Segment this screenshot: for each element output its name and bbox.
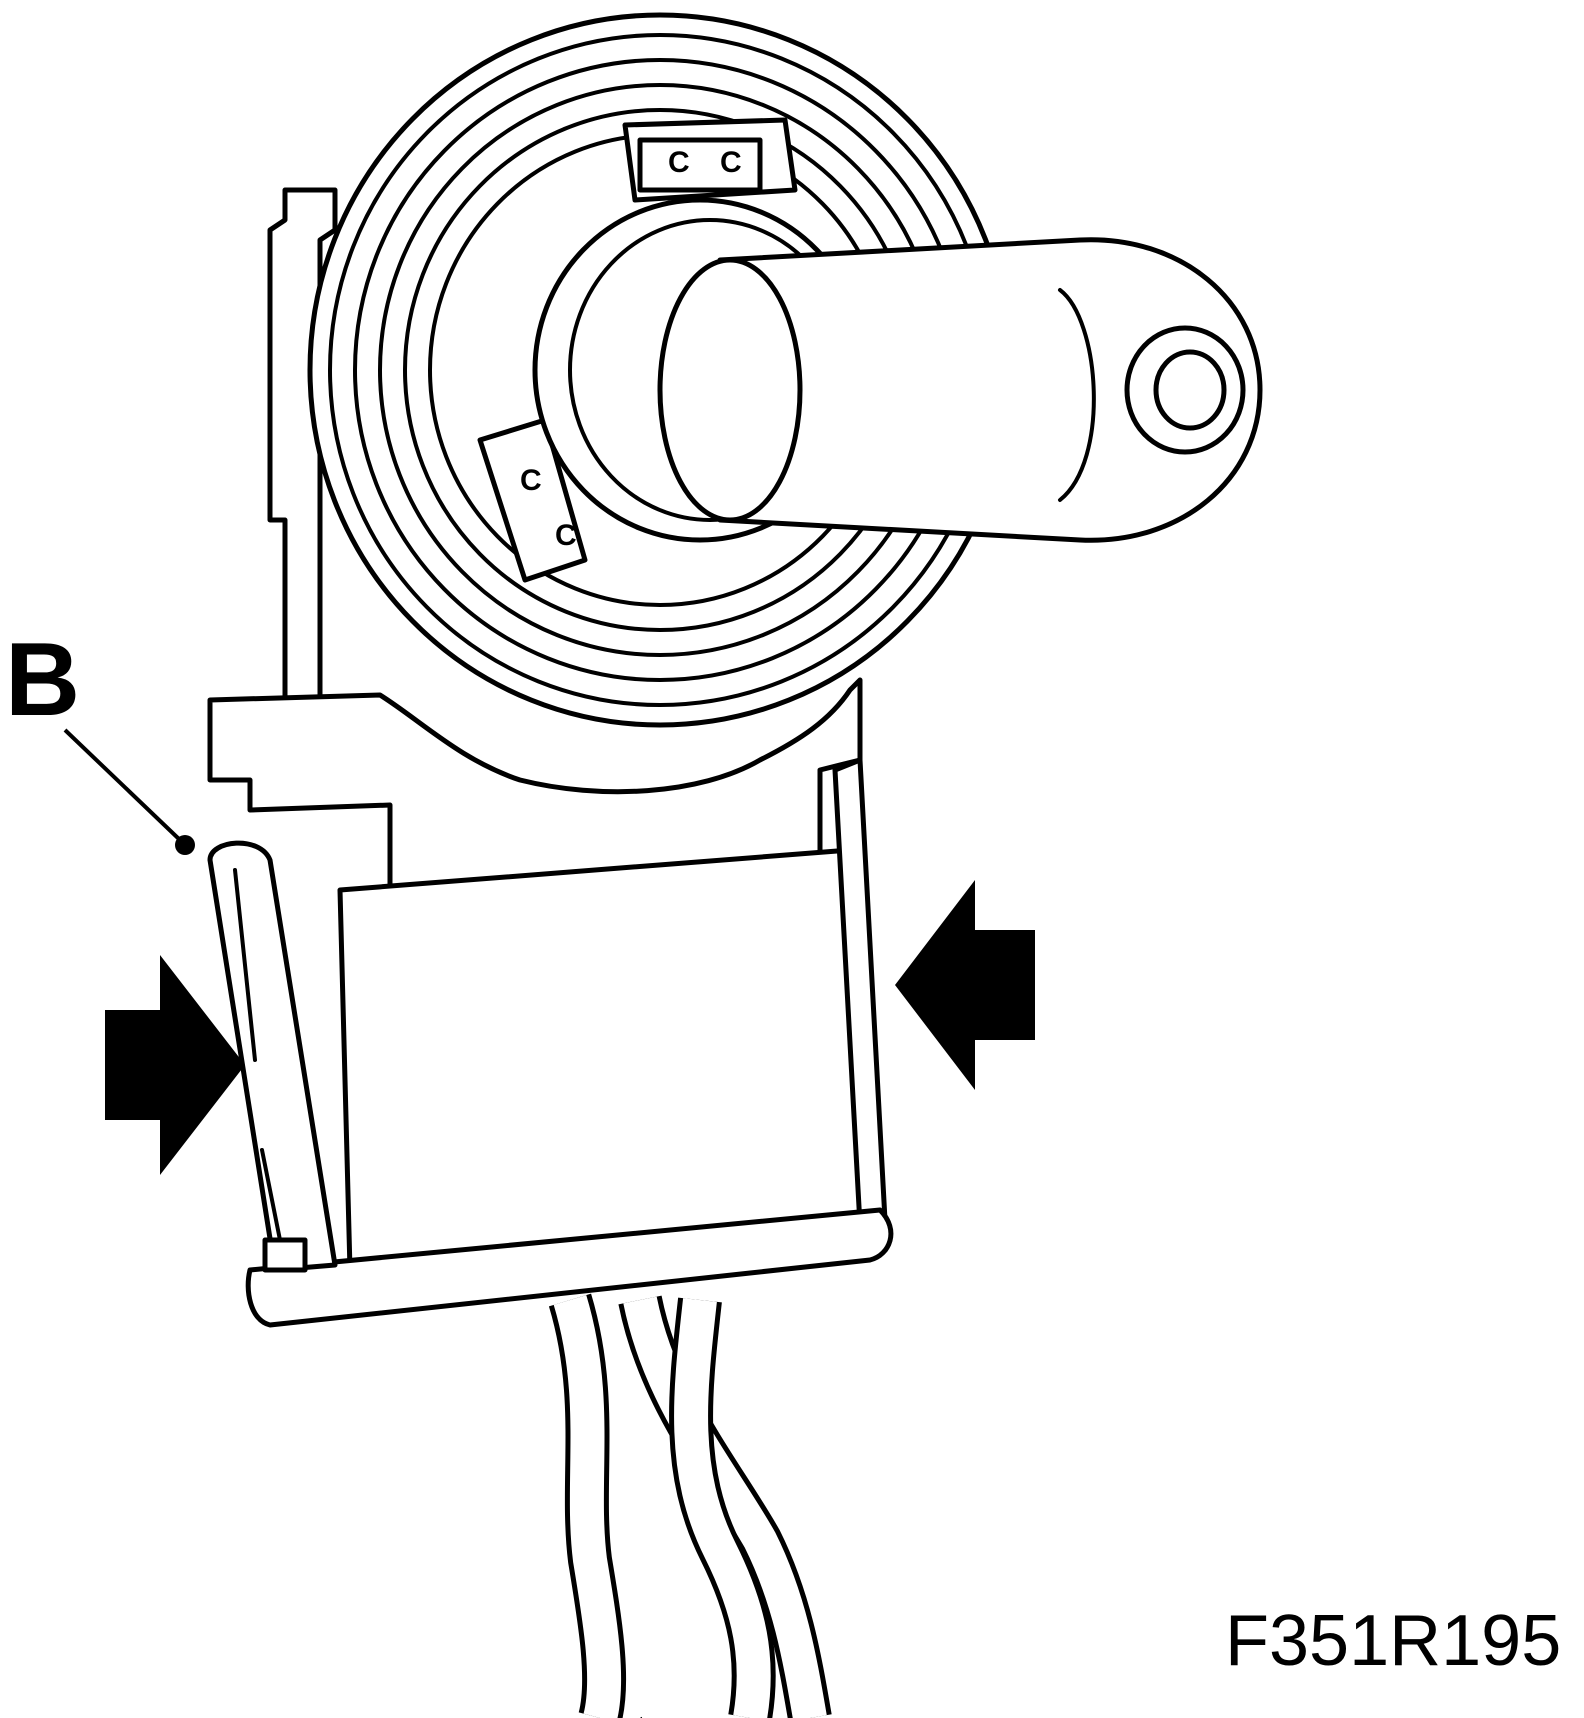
clip-mark: C bbox=[668, 146, 690, 179]
callout-b: B bbox=[5, 622, 195, 855]
callout-label: B bbox=[5, 622, 80, 738]
clip-mark: C bbox=[720, 146, 742, 179]
clip-mark: C bbox=[520, 464, 542, 497]
wire-bundle-icon bbox=[484, 1293, 832, 1718]
clip-mark: C bbox=[555, 519, 577, 552]
connector-housing-icon bbox=[207, 677, 894, 1328]
press-arrow-icon bbox=[105, 880, 1035, 1175]
figure-id: F351R195 bbox=[1225, 1601, 1561, 1681]
lamp-bulb-icon: C C C C bbox=[267, 12, 1263, 728]
